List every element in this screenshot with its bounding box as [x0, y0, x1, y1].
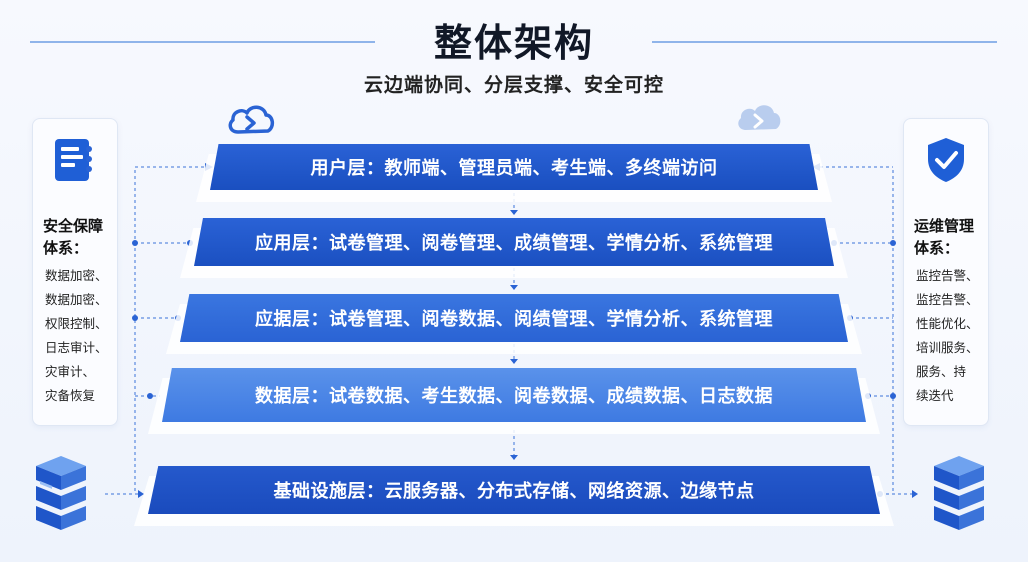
- document-list-icon: [55, 139, 92, 181]
- ops-panel: 运维管理体系： 监控告警、 监控告警、 性能优化、 培训服务、 服务、持 续迭代: [903, 118, 989, 426]
- security-panel: 安全保障体系： 数据加密、 数据加密、 权限控制、 日志审计、 灾审计、 灾备恢…: [32, 118, 118, 426]
- layer-app: 应用层：试卷管理、阅卷管理、成绩管理、学情分析、系统管理: [180, 218, 848, 278]
- server-stack-icon: [934, 456, 984, 530]
- layer-data-label: 数据层：试卷数据、考生数据、阅卷数据、成绩数据、日志数据: [162, 368, 866, 422]
- ops-item: 续迭代: [916, 388, 954, 403]
- layer-app-label: 应用层：试卷管理、阅卷管理、成绩管理、学情分析、系统管理: [194, 218, 834, 266]
- ops-item: 服务、持: [916, 364, 967, 379]
- security-item: 日志审计、: [45, 340, 108, 355]
- title-rule-right: [652, 41, 997, 43]
- security-heading: 安全保障体系：: [43, 217, 104, 257]
- ops-item: 性能优化、: [916, 316, 979, 331]
- layer-infra: 基础设施层：云服务器、分布式存储、网络资源、边缘节点: [134, 466, 894, 526]
- security-item: 权限控制、: [45, 316, 108, 331]
- title-rule-left: [30, 41, 375, 43]
- ops-item: 监控告警、: [916, 268, 979, 283]
- shield-check-icon: [928, 138, 964, 182]
- security-item: 数据加密、: [45, 268, 108, 283]
- security-item: 灾备恢复: [45, 388, 96, 403]
- layer-user: 用户层：教师端、管理员端、考生端、多终端访问: [196, 144, 832, 202]
- layer-data: 数据层：试卷数据、考生数据、阅卷数据、成绩数据、日志数据: [148, 368, 880, 434]
- ops-heading: 运维管理体系：: [914, 217, 975, 257]
- ops-item: 培训服务、: [916, 340, 979, 355]
- server-stack-icon: [36, 456, 86, 530]
- layer-infra-label: 基础设施层：云服务器、分布式存储、网络资源、边缘节点: [148, 466, 880, 514]
- layer-support-label: 应据层：试卷管理、阅卷数据、阅绩管理、学情分析、系统管理: [180, 294, 848, 342]
- cloud-sync-icon: [228, 105, 275, 134]
- security-item: 数据加密、: [45, 292, 108, 307]
- subtitle: 云边端协同、分层支撑、安全可控: [363, 74, 664, 96]
- security-item: 灾审计、: [45, 364, 96, 379]
- page-title: 整体架构: [433, 21, 594, 65]
- ops-item: 监控告警、: [916, 292, 979, 307]
- cloud-sync-icon-light: [738, 105, 781, 130]
- layer-user-label: 用户层：教师端、管理员端、考生端、多终端访问: [210, 144, 818, 190]
- layer-support: 应据层：试卷管理、阅卷数据、阅绩管理、学情分析、系统管理: [166, 294, 862, 354]
